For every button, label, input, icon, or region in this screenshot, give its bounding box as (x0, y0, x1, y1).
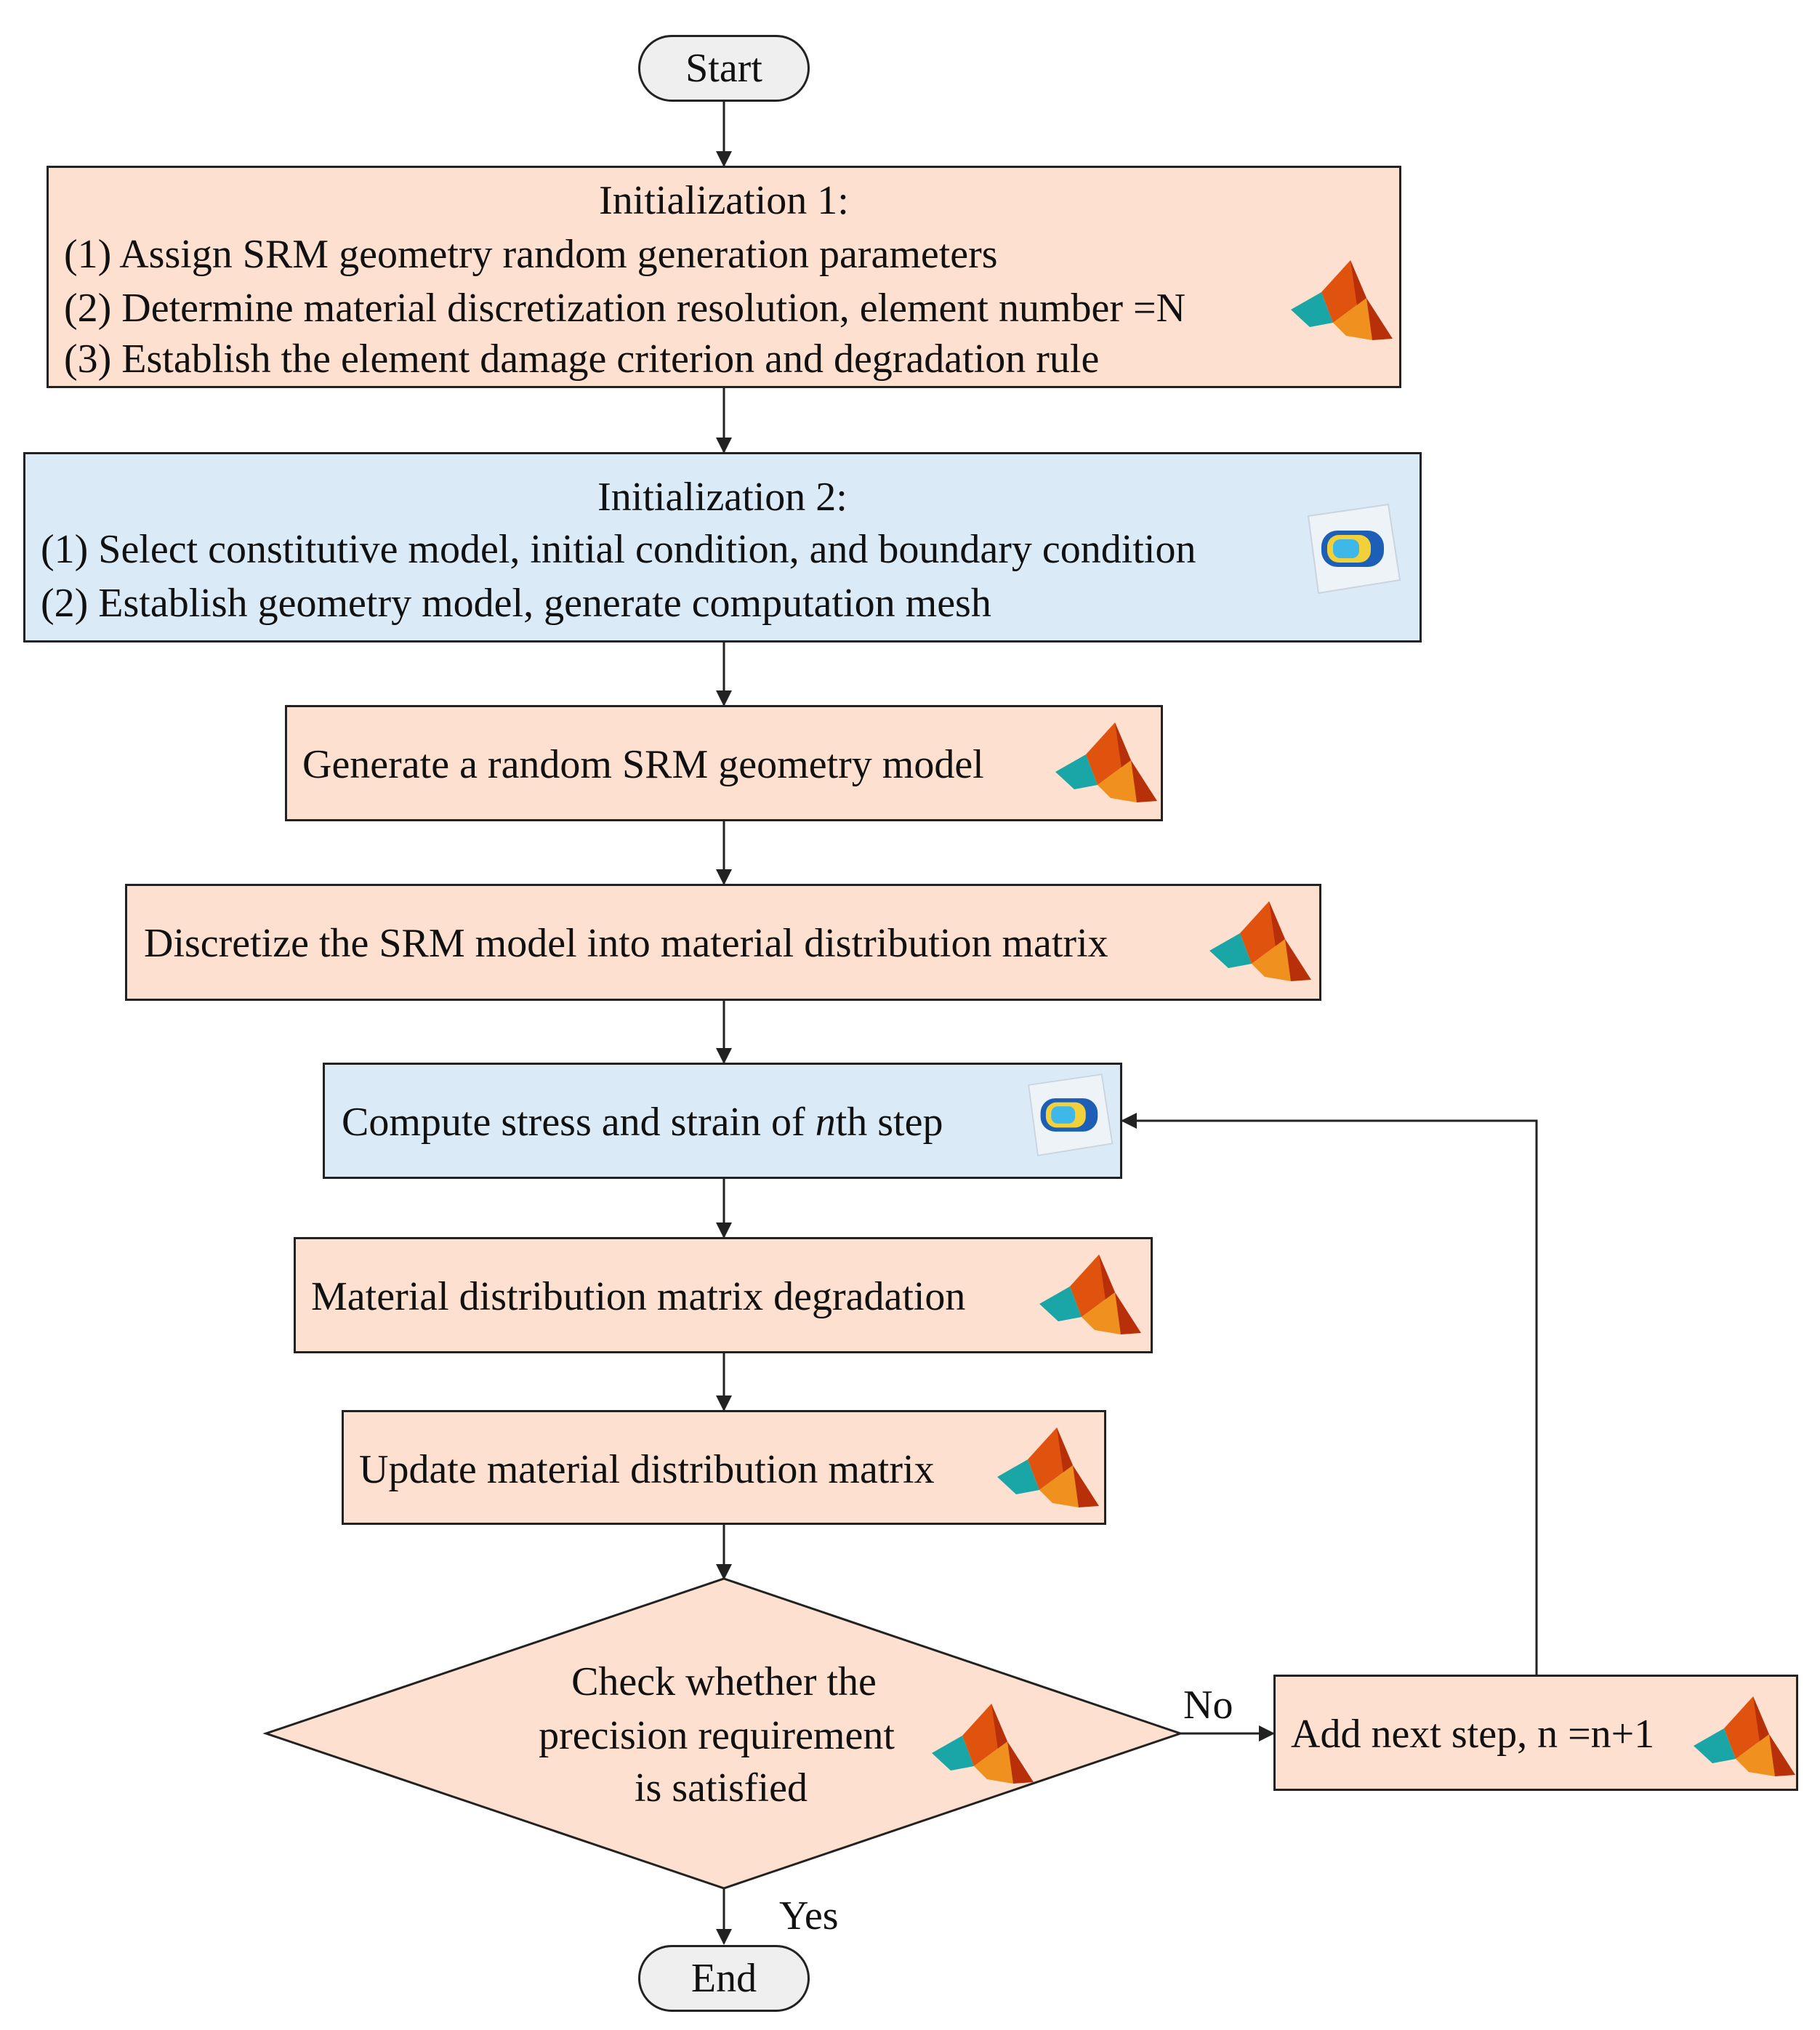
arrow-add-loop-back (1121, 1113, 1538, 1675)
end-label: End (690, 1956, 757, 2001)
matlab-icon (1055, 722, 1157, 802)
compute-box (323, 1063, 1122, 1179)
matlab-icon (932, 1704, 1034, 1784)
comsol-icon (1028, 1074, 1114, 1156)
generate-box (285, 705, 1163, 821)
matlab-icon (1039, 1254, 1141, 1334)
update-box (342, 1410, 1106, 1525)
degradation-box (294, 1237, 1153, 1353)
init2-title: Initialization 2: (597, 475, 847, 520)
init1-item-3: (3) Establish the element damage criteri… (64, 337, 1100, 382)
no-label: No (1183, 1683, 1233, 1728)
matlab-icon (1291, 260, 1393, 340)
add-step-label: Add next step, n =n+1 (1291, 1712, 1655, 1757)
decision-line-1: Check whether the (571, 1659, 877, 1704)
init1-box (47, 166, 1401, 388)
comsol-icon (1307, 503, 1401, 595)
compute-label-var: n (815, 1100, 836, 1145)
init2-item-1: (1) Select constitutive model, initial c… (41, 527, 1196, 572)
update-label: Update material distribution matrix (359, 1447, 935, 1492)
discretize-box (125, 884, 1321, 1001)
init1-item-2: (2) Determine material discretization re… (64, 286, 1186, 331)
init2-box (23, 452, 1422, 643)
start-terminal: Start (638, 35, 810, 102)
decision-line-2: precision requirement (539, 1713, 895, 1758)
start-label: Start (685, 46, 762, 91)
generate-label: Generate a random SRM geometry model (302, 742, 984, 787)
init2-item-2: (2) Establish geometry model, generate c… (41, 581, 991, 626)
add-step-box (1273, 1675, 1798, 1791)
decision-diamond (262, 1577, 1184, 1890)
decision-line-3: is satisfied (635, 1765, 808, 1811)
discretize-label: Discretize the SRM model into material d… (144, 921, 1108, 966)
end-terminal: End (638, 1945, 810, 2012)
init1-title: Initialization 1: (599, 178, 849, 223)
compute-label-suffix: th step (835, 1100, 943, 1145)
yes-label: Yes (779, 1893, 839, 1938)
matlab-icon (1694, 1696, 1795, 1776)
matlab-icon (997, 1427, 1099, 1507)
compute-label: Compute stress and strain of nth step (342, 1102, 943, 1143)
init1-item-1: (1) Assign SRM geometry random generatio… (64, 232, 998, 277)
matlab-icon (1209, 901, 1311, 981)
degradation-label: Material distribution matrix degradation (311, 1274, 966, 1319)
compute-label-prefix: Compute stress and strain of (342, 1100, 816, 1145)
